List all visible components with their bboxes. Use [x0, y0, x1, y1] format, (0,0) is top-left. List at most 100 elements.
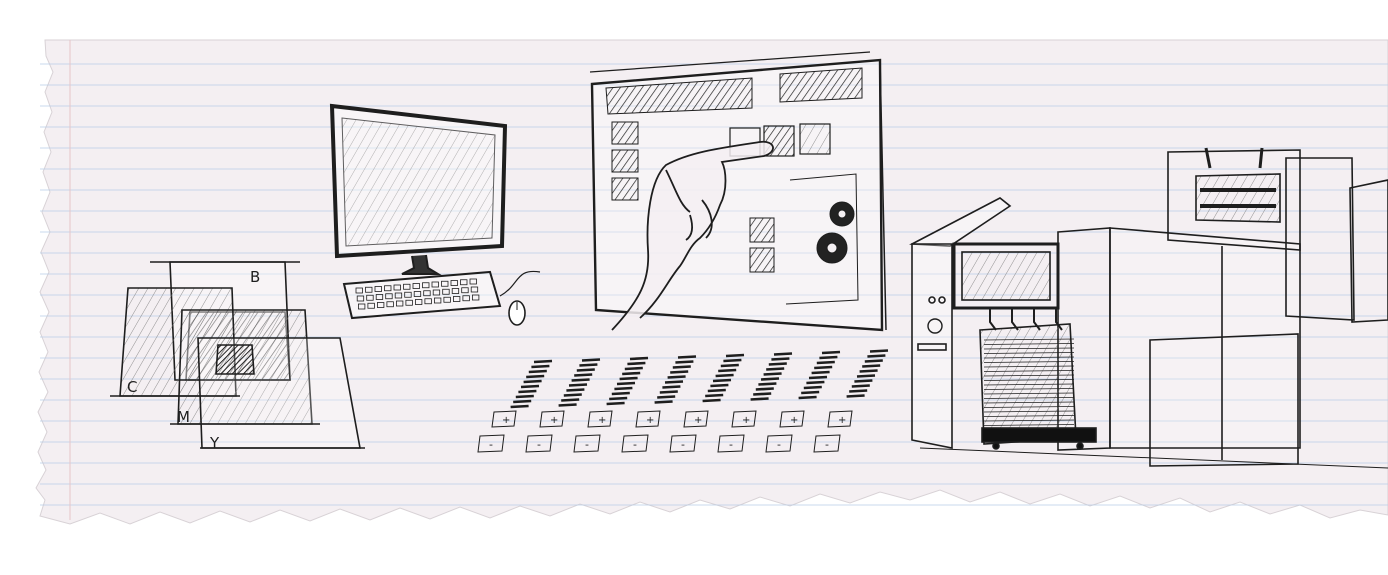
keyboard-key	[469, 278, 477, 285]
ink-key-minus-button	[477, 434, 505, 453]
ink-level-bar	[750, 397, 769, 401]
ink-key-plus-label: +	[694, 415, 702, 426]
keyboard-keys	[355, 278, 480, 310]
stacked-sheet	[983, 347, 1075, 350]
keyboard-key	[366, 294, 374, 301]
ink-level-bar	[854, 379, 873, 383]
ink-level-bar	[622, 371, 641, 376]
keyboard-key	[433, 297, 442, 304]
stacked-sheet	[983, 419, 1075, 422]
ink-level-bar	[821, 350, 841, 355]
keyboard-key	[451, 288, 460, 294]
ink-level-bar	[526, 374, 545, 379]
stacked-sheet	[983, 374, 1075, 377]
ink-level-bar	[571, 378, 590, 382]
stacked-sheet	[983, 356, 1075, 359]
stacked-sheet	[983, 383, 1075, 386]
sheet-gripper	[989, 308, 997, 331]
keyboard-key	[423, 290, 431, 297]
plate-label-yellow: Y	[209, 434, 220, 452]
ink-key-minus-button	[525, 434, 553, 453]
ink-level-bar	[862, 364, 881, 368]
printing-press-icon	[909, 147, 1388, 469]
ink-key-zone: +-	[765, 350, 841, 453]
ink-level-bar	[723, 358, 742, 363]
ink-level-bar	[718, 368, 737, 373]
gear-icon	[816, 201, 855, 264]
ink-level-bar	[533, 359, 553, 364]
ink-level-bar	[670, 370, 689, 374]
keyboard-key	[461, 287, 469, 294]
ink-key-minus-button	[573, 434, 601, 453]
ink-key-zone: +-	[573, 356, 649, 453]
stacked-sheet	[983, 343, 1075, 345]
ink-key-plus-label: +	[598, 415, 606, 426]
ink-key-minus-label: -	[729, 438, 733, 451]
keyboard-key	[432, 289, 441, 296]
keyboard-key	[441, 280, 449, 287]
ink-level-bar	[566, 388, 585, 392]
ink-level-bar	[771, 357, 790, 361]
keyboard-key	[413, 291, 422, 297]
keyboard-key	[367, 302, 375, 309]
ink-key-minus-button	[813, 434, 841, 453]
stacked-sheet	[983, 365, 1075, 368]
ink-level-bar	[563, 393, 582, 397]
keyboard-key	[424, 298, 432, 305]
stacked-sheet	[983, 410, 1075, 413]
ink-level-bar	[614, 386, 633, 391]
ink-level-bar	[864, 359, 883, 363]
ink-key-minus-label: -	[489, 438, 493, 451]
ink-key-plus-button	[491, 410, 517, 428]
ink-key-plus-button	[587, 410, 613, 428]
ink-level-bar	[798, 395, 817, 400]
ink-level-bar	[859, 369, 878, 373]
keyboard-key	[357, 303, 366, 310]
keyboard-key	[443, 296, 451, 303]
ink-level-bar	[672, 365, 691, 369]
ink-key-minus-label: -	[777, 438, 781, 451]
keyboard-key	[355, 287, 363, 294]
ink-level-bar	[616, 381, 636, 386]
ink-level-bar	[518, 389, 537, 394]
ink-level-bar	[760, 377, 780, 381]
ink-level-bar	[702, 398, 721, 403]
ink-level-bar	[528, 369, 547, 374]
stacked-sheet	[983, 397, 1075, 399]
keyboard-key	[376, 302, 385, 308]
keyboard-key	[365, 286, 373, 293]
ink-level-bar	[659, 390, 678, 394]
ink-level-bar	[581, 358, 601, 362]
ink-level-bar	[568, 383, 588, 387]
ink-key-zone: +-	[477, 359, 553, 453]
computer-workstation	[329, 103, 541, 326]
keyboard-key	[393, 284, 401, 291]
ink-level-bar	[574, 373, 593, 377]
ink-key-plus-label: +	[742, 415, 750, 426]
ink-level-bar	[629, 356, 649, 361]
stacked-sheet	[983, 415, 1075, 417]
stacked-sheet	[983, 401, 1075, 404]
ink-key-minus-button	[717, 434, 745, 453]
ink-key-plus-label: +	[838, 415, 846, 426]
keyboard-key	[450, 280, 458, 286]
ink-level-bar	[675, 360, 694, 364]
keyboard-key	[460, 279, 468, 286]
ink-key-minus-label: -	[537, 438, 541, 451]
ink-key-plus-label: +	[646, 415, 654, 426]
ink-level-bar	[510, 404, 529, 409]
ink-key-plus-button	[683, 410, 709, 428]
ink-level-bar	[654, 400, 673, 404]
stacked-sheet	[983, 388, 1075, 390]
monitor-icon	[329, 103, 508, 275]
ink-level-bar	[513, 399, 532, 404]
ink-key-minus-label: -	[633, 438, 637, 451]
sheet-gripper	[1055, 308, 1063, 331]
ink-level-bar	[867, 354, 886, 358]
ink-level-bar	[609, 396, 628, 401]
sheet-gripper	[1033, 308, 1041, 331]
touchscreen-icon	[589, 51, 887, 332]
keyboard-key	[394, 292, 403, 299]
ink-level-bar	[814, 365, 833, 370]
